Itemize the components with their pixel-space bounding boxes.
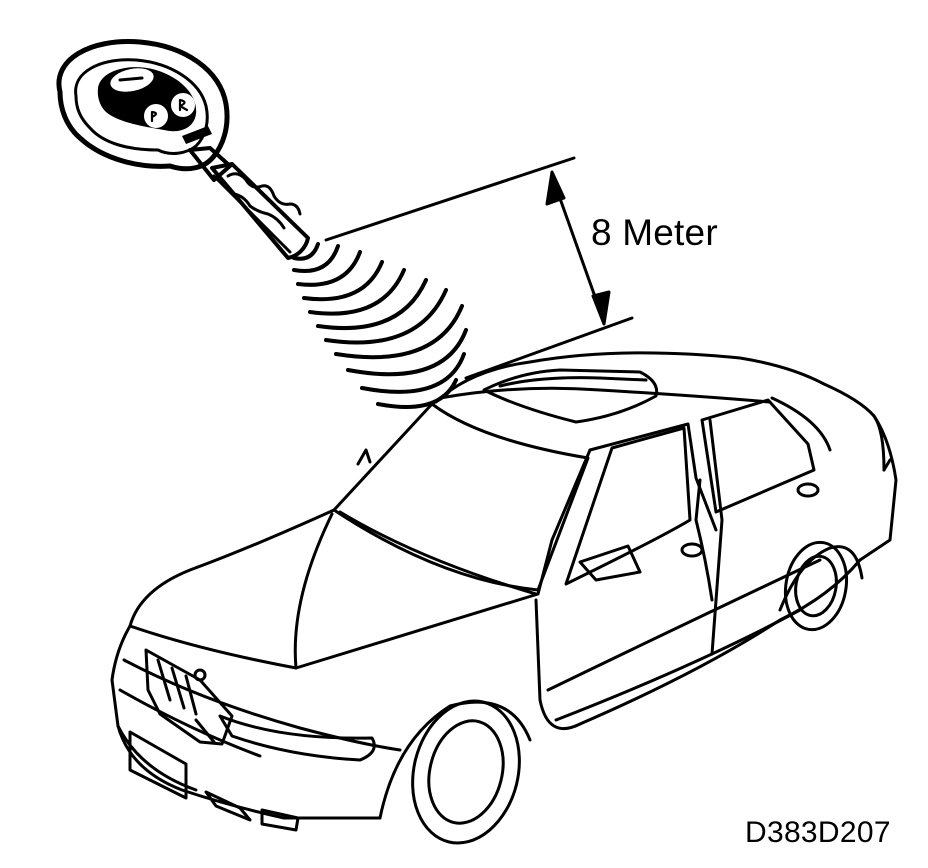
distance-dimension xyxy=(324,156,634,380)
dimension-line-top xyxy=(324,156,576,242)
figure-code: D383D207 xyxy=(745,816,891,849)
dimension-line-bottom xyxy=(464,316,634,380)
arrowhead-up xyxy=(545,170,566,206)
arrowhead-down xyxy=(591,290,611,326)
car-icon xyxy=(110,351,898,845)
hood-badge xyxy=(193,668,207,682)
distance-label: 8 Meter xyxy=(591,212,718,253)
grille xyxy=(144,648,234,746)
signal-waves-icon xyxy=(292,242,468,409)
remote-key-fob-icon xyxy=(56,39,310,260)
